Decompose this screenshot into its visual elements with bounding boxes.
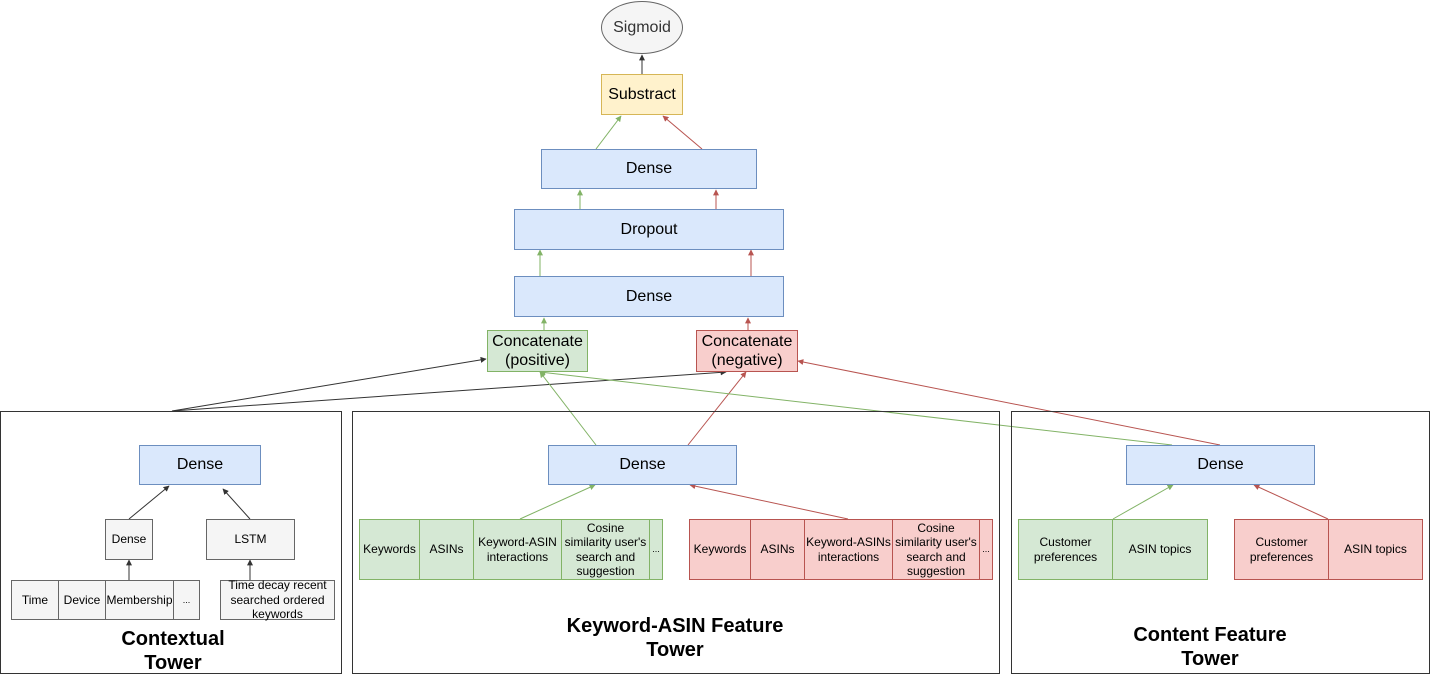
contextual-sequence-feature: Time decay recent searched ordered keywo…: [220, 578, 335, 621]
contextual-lstm: LSTM: [206, 519, 295, 560]
contextual-dense-layer: Dense: [139, 445, 261, 485]
contextual-tower-title: Contextual Tower: [121, 628, 225, 674]
edge-contextual-to-concat-negative: [171, 369, 727, 412]
feature-cell: ASIN topics: [1344, 542, 1407, 557]
edge-content-dense-to-concat-negative: [797, 359, 1221, 446]
feature-cell-ellipsis: ...: [982, 544, 990, 555]
keyword-asin-tower-title: Keyword-ASIN Feature Tower: [566, 615, 784, 661]
feature-cell-ellipsis: ...: [182, 594, 191, 605]
keyword-asin-tower: [352, 411, 1000, 674]
feature-cell: Keywords: [690, 520, 751, 579]
edge-contextual-to-concat-positive: [171, 356, 487, 412]
contextual-inner-dense: Dense: [105, 519, 153, 560]
feature-cell: Time: [12, 581, 59, 619]
subtract-node: Substract: [601, 74, 683, 115]
contextual-features-row: Time Device Membership ...: [11, 580, 200, 620]
feature-cell: ASINs: [420, 520, 474, 579]
feature-cell: Cosine similarity user's search and sugg…: [893, 520, 980, 579]
feature-cell: ASINs: [751, 520, 805, 579]
edge-content-negative-features-to-dense: [1253, 484, 1329, 520]
dropout-layer: Dropout: [514, 209, 784, 250]
edge-content-positive-features-to-dense: [1112, 484, 1174, 520]
sigmoid-node: Sigmoid: [601, 1, 683, 54]
content-tower-title: Content Feature Tower: [1133, 624, 1287, 670]
feature-cell: Device: [59, 581, 106, 619]
content-positive-features: Customer preferences ASIN topics: [1018, 519, 1208, 580]
feature-cell: Customer preferences: [1019, 520, 1113, 579]
concatenate-negative-node: Concatenate (negative): [696, 330, 798, 372]
edge-ctx-dense-to-dense: [128, 485, 170, 520]
keyword-asin-dense-layer: Dense: [548, 445, 737, 485]
content-negative-features: Customer preferences ASIN topics: [1234, 519, 1423, 580]
feature-cell: Cosine similarity user's search and sugg…: [562, 520, 650, 579]
feature-cell: Membership: [106, 581, 174, 619]
edge-kw-dense-to-concat-negative: [687, 371, 747, 446]
content-dense-layer: Dense: [1126, 445, 1315, 485]
edge-dense-to-subtract-positive: [595, 115, 622, 150]
edge-ctx-lstm-to-dense: [222, 488, 251, 520]
edge-kw-dense-to-concat-positive: [539, 371, 597, 446]
feature-cell: Keywords: [360, 520, 420, 579]
concatenate-positive-node: Concatenate (positive): [487, 330, 588, 372]
dense-top-layer: Dense: [541, 149, 757, 189]
feature-cell: ASIN topics: [1128, 542, 1192, 557]
contextual-tower: [0, 411, 342, 674]
keyword-asin-positive-features: Keywords ASINs Keyword-ASIN interactions…: [359, 519, 663, 580]
feature-cell-ellipsis: ...: [652, 544, 660, 555]
dense-mid-layer: Dense: [514, 276, 784, 317]
edge-dense-to-subtract-negative: [662, 115, 703, 150]
feature-cell: Keyword-ASIN interactions: [474, 520, 562, 579]
edge-content-dense-to-concat-positive: [539, 369, 1173, 446]
feature-cell: Customer preferences: [1235, 520, 1329, 579]
keyword-asin-negative-features: Keywords ASINs Keyword-ASINs interaction…: [689, 519, 993, 580]
edge-kw-positive-features-to-dense: [519, 484, 596, 520]
edge-kw-negative-features-to-dense: [689, 483, 849, 520]
feature-cell: Keyword-ASINs interactions: [805, 520, 893, 579]
